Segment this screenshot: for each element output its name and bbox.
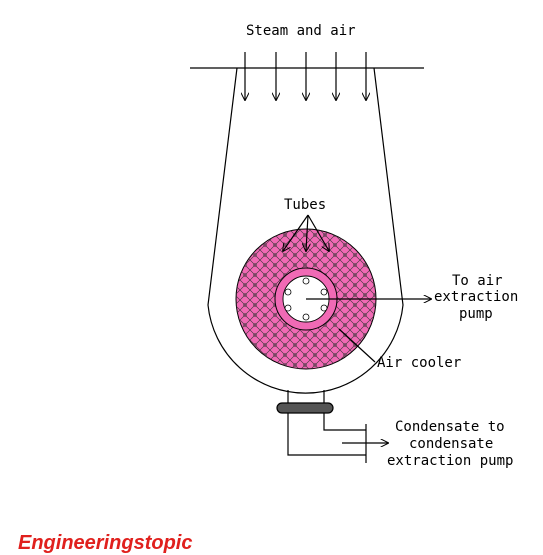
seal-ring <box>276 402 334 414</box>
brand-watermark: Engineeringstopic <box>18 532 192 554</box>
tubes-label: Tubes <box>284 197 326 213</box>
condensate-label-2: condensate <box>409 436 493 452</box>
air-cooler-leader <box>338 328 376 363</box>
air-extraction-label-1: To air <box>452 273 503 289</box>
air-cooler-holes <box>284 277 328 321</box>
steam-air-label: Steam and air <box>246 23 356 39</box>
condensate-label-3: extraction pump <box>387 453 513 469</box>
tubes-leaders <box>283 214 329 251</box>
steam-inlet-arrows <box>245 52 366 100</box>
air-cooler-label: Air cooler <box>377 355 461 371</box>
air-extraction-label-2: extraction <box>434 289 518 305</box>
condenser-shell <box>207 67 404 394</box>
condensate-pipe <box>287 413 366 456</box>
air-extraction-label-3: pump <box>459 306 493 322</box>
outlet-neck <box>287 390 325 403</box>
condensate-label-1: Condensate to <box>395 419 505 435</box>
